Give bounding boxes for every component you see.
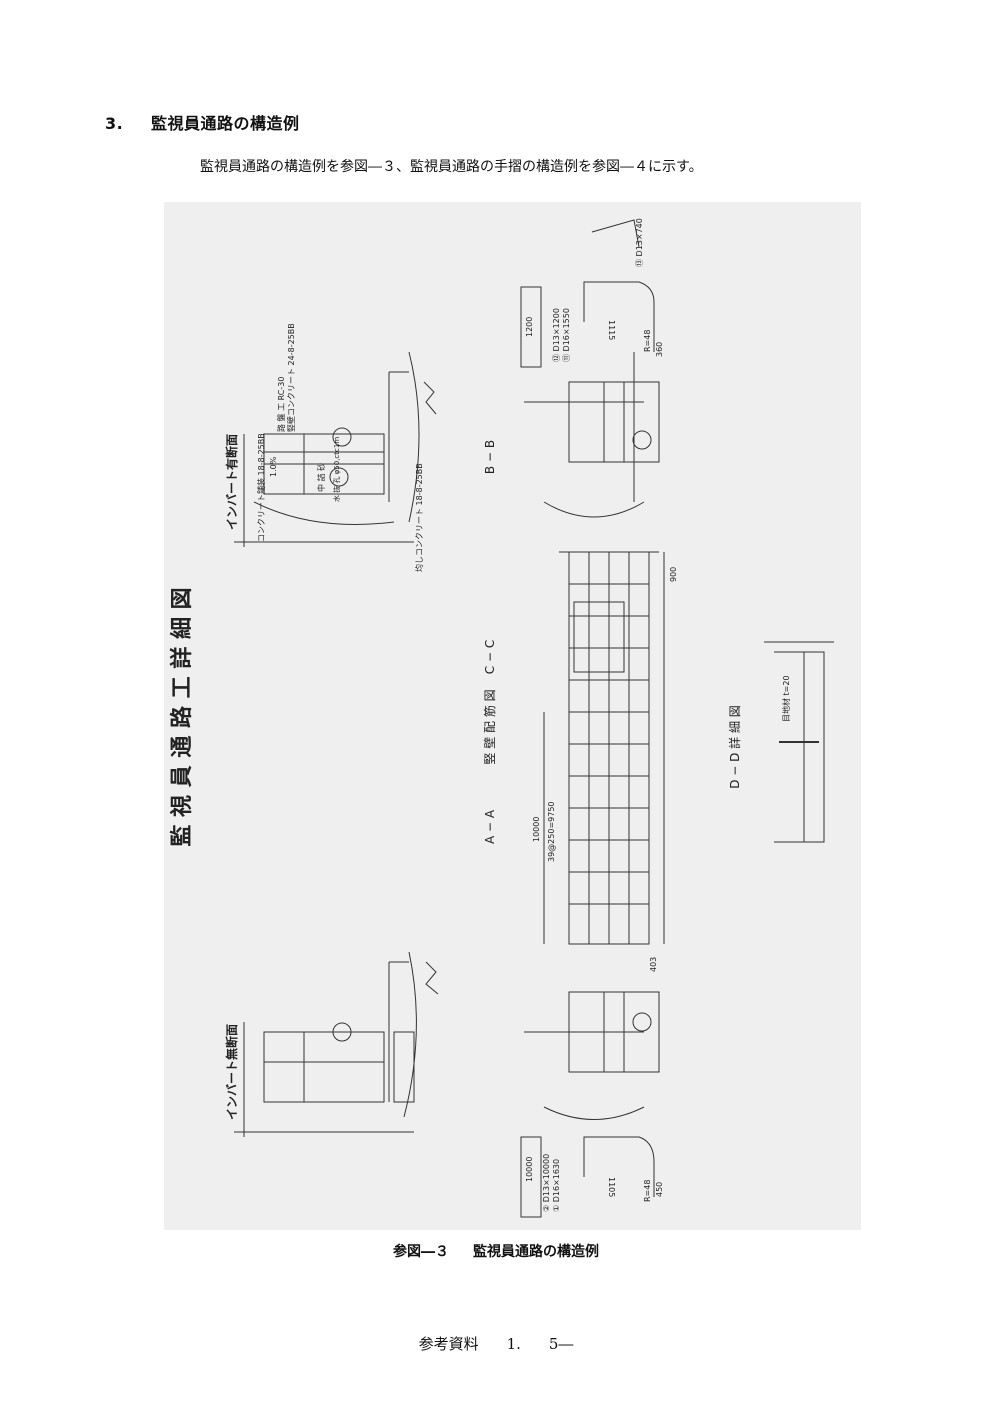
- label-section-a-a: A − A: [483, 809, 497, 844]
- caption-label: 参図―３: [393, 1244, 449, 1260]
- label-wall-concrete: 竪壁コンクリート 24-8-25BB: [286, 323, 296, 432]
- intro-paragraph: 監視員通路の構造例を参図―３、監視員通路の手摺の構造例を参図―４に示す。: [200, 159, 703, 175]
- label-base-concrete: 均しコンクリート 18-8-25BB: [414, 463, 424, 572]
- dim-r48-bottom: R=48: [643, 1180, 652, 1202]
- section-a-a: [524, 991, 660, 1120]
- label-invert-without: インバート無断面: [224, 1024, 239, 1120]
- label-rebar-d16-1630: ① D16×1630: [552, 1159, 561, 1212]
- d-d-detail: [764, 641, 834, 843]
- footer-chapter: 1.: [506, 1335, 521, 1353]
- label-rebar-elevation: 竪 壁 配 筋 図: [482, 689, 497, 764]
- section-heading: 3. 監視員通路の構造例: [105, 110, 300, 134]
- section-number: 3.: [105, 114, 124, 133]
- dim-450: 450: [655, 1182, 664, 1197]
- label-rebar-d13-740: ⑬ D13×740: [635, 218, 644, 267]
- engineering-drawing: 監 視 員 通 路 工 詳 細 図 インバート有断面 インバート無断面 コンクリ…: [164, 202, 861, 1230]
- dim-900: 900: [669, 567, 678, 582]
- dim-1115: 1115: [607, 320, 616, 340]
- label-d-d-detail: D − D 詳 細 図: [727, 705, 742, 789]
- label-side-wall: 路 盤 工 RC-30: [276, 377, 286, 432]
- label-section-c-c: C − C: [483, 640, 497, 674]
- dim-403: 403: [649, 957, 658, 972]
- caption-title: 監視員通路の構造例: [473, 1244, 599, 1260]
- bent-bars: [520, 219, 655, 1218]
- label-rebar-d13-10000: ② D13×10000: [542, 1154, 551, 1212]
- section-title: 監視員通路の構造例: [151, 114, 300, 133]
- footer-ref: 参考資料: [418, 1335, 479, 1353]
- label-rebar-d13-1200: ⑫ D13×1200: [552, 308, 561, 362]
- dim-360: 360: [655, 342, 664, 357]
- label-fill-sand: 中 詰 砂: [316, 463, 326, 492]
- label-section-b-b: B − B: [483, 440, 497, 474]
- section-b-b: [524, 352, 660, 518]
- section-with-invert: [234, 351, 437, 547]
- label-slope: 1.0%: [269, 456, 278, 477]
- dim-1200: 1200: [525, 317, 534, 337]
- label-rebar-d16-1550: ⑪ D16×1550: [562, 308, 571, 362]
- label-concrete-lining: コンクリート舗装 18-8-25BB: [256, 433, 266, 542]
- dim-10000-b: 10000: [532, 817, 541, 842]
- dim-1105: 1105: [607, 1177, 616, 1197]
- dim-10000-a: 10000: [525, 1157, 534, 1182]
- page-footer: 参考資料 1. 5―: [0, 1333, 992, 1354]
- dim-r48-top: R=48: [643, 330, 652, 352]
- figure-caption: 参図―３ 監視員通路の構造例: [0, 1241, 992, 1261]
- label-joint: 目地材 t=20: [781, 675, 791, 722]
- dim-39-250: 39@250=9750: [547, 801, 556, 862]
- footer-page: 5―: [548, 1335, 574, 1353]
- label-invert-with: インバート有断面: [224, 434, 239, 530]
- drawing-title: 監 視 員 通 路 工 詳 細 図: [169, 587, 195, 846]
- section-without-invert: [234, 951, 439, 1137]
- label-drain: 水 抜 孔 φ50,ctc1m: [332, 437, 341, 502]
- rebar-elevation: [543, 551, 665, 945]
- drawing-svg: 監 視 員 通 路 工 詳 細 図 インバート有断面 インバート無断面 コンクリ…: [169, 218, 834, 1218]
